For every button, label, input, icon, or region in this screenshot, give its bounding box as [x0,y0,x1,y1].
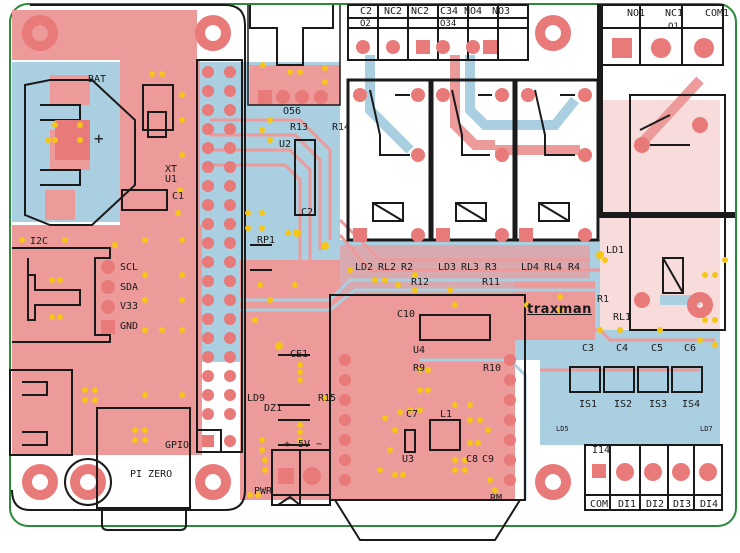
pwr-minus: − [316,439,323,450]
copper-top-zone [335,295,515,500]
gpio-label: GPIO [165,440,190,451]
label-r2: R2 [401,262,414,273]
terminal-label-c2: C2 [360,6,373,17]
battery-plus: + [94,129,104,148]
label-c3: C3 [582,343,595,354]
label-c7: C7 [406,409,419,420]
pwr-plus: + [284,439,291,450]
label-rl4: RL4 [544,262,563,273]
label-r11: R11 [482,277,501,288]
label-c9: C9 [482,454,495,465]
input-pin-di1: DI1 [618,499,637,510]
copper-top-zone [240,260,340,500]
label-is3: IS3 [649,399,668,410]
label-rp1: RP1 [257,235,276,246]
header-label-o56: O56 [283,106,302,117]
terminal-label-no3: NO3 [492,6,511,17]
label-u1: U1 [165,174,178,185]
input-pin-com: COM [590,499,609,510]
i2c-pin-sda: SDA [120,282,139,293]
label-r4: R4 [568,262,581,273]
label-r1: R1 [597,294,610,305]
label-dz1: DZ1 [264,403,283,414]
label-r12: R12 [411,277,430,288]
label-c8: C8 [466,454,479,465]
label-ld2: LD2 [355,262,374,273]
gpio-header-pads [202,66,236,447]
label-r3: R3 [485,262,498,273]
pwr-voltage-label: 5V [298,439,311,450]
input-pin-di4: DI4 [700,499,719,510]
terminal-sub-o1: O1 [668,22,679,32]
label-c2: C2 [301,207,314,218]
terminal-label-nc2b: NC2 [411,6,430,17]
i2c-title: I2C [30,236,49,247]
label-rl3: RL3 [461,262,480,273]
label-c5: C5 [651,343,664,354]
label-rm: RM [490,493,503,504]
i2c-pin-scl: SCL [120,262,139,273]
label-is1: IS1 [579,399,598,410]
label-c10: C10 [397,309,416,320]
label-ld4: LD4 [521,262,540,273]
terminal-label-c34: C34 [440,6,459,17]
label-r15: R15 [318,393,337,404]
pi-zero-label: PI ZERO [130,469,173,480]
label-r14: R14 [332,122,351,133]
terminal-label-nc1: NC1 [665,8,684,19]
label-c1: C1 [172,191,185,202]
label-c4: C4 [616,343,629,354]
label-c6: C6 [684,343,697,354]
vias [19,62,728,498]
label-ld7: LD7 [700,425,713,433]
terminal-sub-o34: O34 [440,19,457,29]
mounting-holes [22,15,713,500]
label-rl2: RL2 [378,262,397,273]
terminal-sub-o2: O2 [360,19,371,29]
label-r13: R13 [290,122,309,133]
input-pin-di2: DI2 [646,499,665,510]
label-is2: IS2 [614,399,633,410]
inputs-title: I14 [592,445,611,456]
label-ld3: LD3 [438,262,457,273]
copper-top-zone [12,225,202,455]
pwr-label: PWR [254,486,273,497]
label-u2: U2 [279,139,292,150]
battery-label: BAT [88,74,107,85]
i2c-pin-gnd: GND [120,321,139,332]
label-ce1: CE1 [290,349,309,360]
i2c-pin-v33: V33 [120,301,139,312]
brand-logo: traxman [527,302,592,317]
label-rl1: RL1 [613,312,632,323]
terminal-label-com1: COM1 [705,8,730,19]
terminal-label-no4: NO4 [464,6,483,17]
label-u3: U3 [402,454,415,465]
label-u4: U4 [413,345,426,356]
label-ld5: LD5 [556,425,569,433]
label-is4: IS4 [682,399,701,410]
terminal-label-no1: NO1 [627,8,646,19]
label-ld9: LD9 [247,393,266,404]
label-r10: R10 [483,363,502,374]
label-ld1: LD1 [606,245,625,256]
label-l1: L1 [440,409,453,420]
label-xt: XT [165,164,178,175]
label-r9: R9 [413,363,426,374]
input-pin-di3: DI3 [673,499,692,510]
terminal-label-nc2: NC2 [384,6,403,17]
